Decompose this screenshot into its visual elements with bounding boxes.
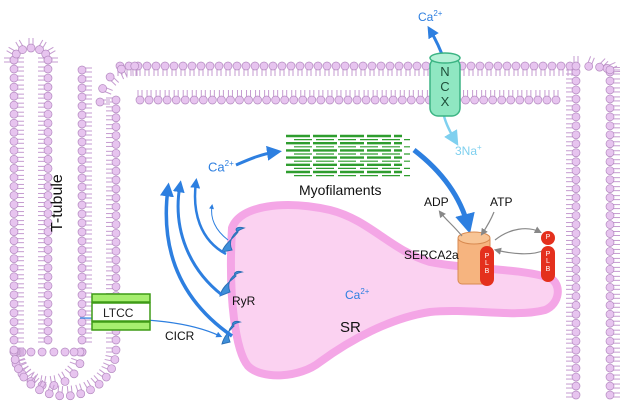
ncx-letter-c: C — [440, 79, 450, 94]
ltcc-channel — [91, 293, 151, 331]
sarcoplasmic-reticulum — [226, 201, 562, 380]
ltcc-label: LTCC — [103, 306, 134, 320]
ncx-sodium-in-arrow — [442, 115, 459, 146]
ryr-label: RyR — [232, 294, 256, 308]
myofilament-to-serca-arrow — [412, 148, 475, 234]
ncx-letter-n: N — [440, 64, 450, 79]
atp-label: ATP — [490, 195, 513, 209]
ca-to-myofilament-arrow — [235, 145, 282, 167]
myofilaments-label: Myofilaments — [299, 182, 382, 198]
ryr-release-arrow-2 — [172, 180, 223, 297]
ncx-na-label: 3Na+ — [455, 143, 482, 158]
ncx-letter-x: X — [440, 94, 450, 109]
serca-label: SERCA2a — [404, 248, 459, 262]
sr-label: SR — [340, 319, 361, 336]
myofilaments-bundle — [286, 134, 410, 177]
plb-phospho-text: P — [545, 234, 551, 241]
ryr-channel-bottom — [221, 321, 242, 345]
calcium-flow-arrows — [79, 25, 475, 338]
plb-free — [541, 246, 555, 282]
ncx-letters: N C X — [438, 64, 452, 109]
ryr-release-arrow-3 — [190, 178, 227, 256]
plb-molecules — [480, 231, 555, 286]
ncx-transporter — [429, 52, 461, 117]
plb-phospho-p — [541, 231, 555, 245]
ryr-leak-arrow — [209, 204, 229, 241]
ryr-channels — [219, 227, 246, 345]
t-tubule-label: T-tubule — [49, 174, 66, 232]
plb-bound-serca — [480, 246, 494, 286]
sarcolemma-membrane — [4, 38, 621, 401]
cytosol-ca-label: Ca2+ — [208, 159, 234, 175]
ryr-release-arrow-1 — [159, 182, 233, 338]
adp-label: ADP — [424, 195, 449, 209]
cicr-label: CICR — [165, 329, 195, 343]
ncx-ca-label: Ca2+ — [418, 9, 443, 24]
ryr-channel-top — [221, 227, 246, 253]
sr-ca-label: Ca2+ — [345, 287, 370, 302]
ryr-channel-middle — [219, 271, 244, 297]
